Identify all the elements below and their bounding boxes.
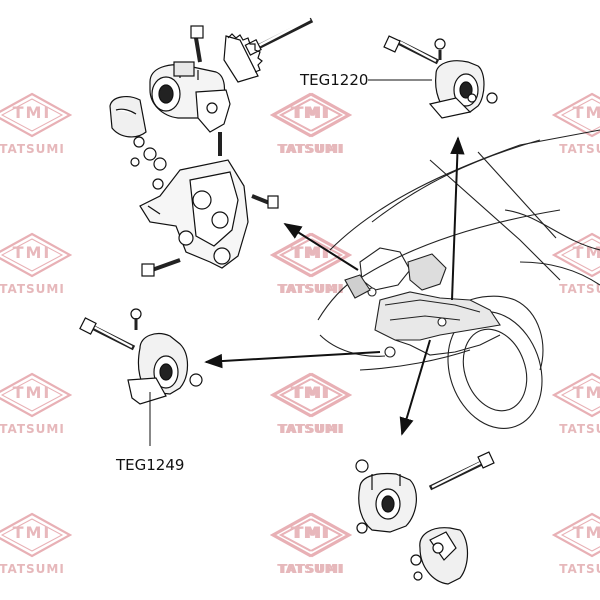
watermark-logo-text: TMI: [12, 243, 52, 262]
watermark-brand-text: TATSUMI: [279, 142, 345, 156]
watermark-tile: TMI TATSUMI: [0, 372, 92, 436]
watermark-tile: TMI TATSUMI: [532, 372, 600, 436]
tmi-logo-icon: [552, 512, 600, 558]
tmi-logo-icon: [270, 92, 350, 138]
vehicle-front-view: [317, 129, 600, 429]
watermark-brand-text: TATSUMI: [277, 422, 343, 436]
watermark-logo-text: TMI: [290, 383, 330, 402]
watermark-brand-text: TATSUMI: [277, 282, 343, 296]
watermark-brand-text: TATSUMI: [559, 422, 600, 436]
watermark-brand-text: TATSUMI: [559, 562, 600, 576]
watermark-logo-text: TMI: [12, 383, 52, 402]
watermark-tile: TMI TATSUMI: [0, 232, 92, 296]
watermark-brand-text: TATSUMI: [277, 142, 343, 156]
watermark-brand-text: TATSUMI: [0, 142, 65, 156]
arrow-to-teg1249: [204, 351, 381, 369]
watermark-tile: TMI TATSUMI: [0, 92, 92, 156]
watermark-logo-text: TMI: [292, 383, 332, 402]
watermark-logo-text: TMI: [572, 523, 600, 542]
watermark-logo-text: TMI: [290, 103, 330, 122]
part-number-label-teg1249: TEG1249: [116, 456, 185, 474]
watermark-brand-text: TATSUMI: [277, 562, 343, 576]
watermark-logo-text: TMI: [290, 243, 330, 262]
tmi-logo-icon: [0, 92, 72, 138]
watermark-tile: TMI TATSUMI: [250, 512, 370, 576]
watermark-tile: TMI TATSUMI: [250, 372, 370, 436]
watermark-logo-text: TMI: [292, 523, 332, 542]
watermark-logo-text: TMI: [290, 523, 330, 542]
watermark-logo-text: TMI: [292, 103, 332, 122]
tmi-logo-icon: [552, 232, 600, 278]
watermark-brand-text: TATSUMI: [279, 282, 345, 296]
arrow-to-teg1220: [450, 136, 465, 301]
lower-engine-mount-assembly: [355, 451, 495, 585]
part-number-label-teg1220: TEG1220: [300, 71, 369, 89]
tmi-logo-icon: [270, 372, 350, 418]
watermark-brand-text: TATSUMI: [0, 422, 65, 436]
watermark-brand-text: TATSUMI: [279, 422, 345, 436]
tmi-logo-icon: [552, 372, 600, 418]
watermark-tile: TMI TATSUMI: [0, 512, 92, 576]
watermark-brand-text: TATSUMI: [279, 562, 345, 576]
watermark-brand-text: TATSUMI: [0, 282, 65, 296]
watermark-logo-text: TMI: [572, 103, 600, 122]
watermark-tile: TMI TATSUMI: [250, 232, 370, 296]
watermark-brand-text: TATSUMI: [559, 282, 600, 296]
transmission-mount-teg1249: [79, 308, 203, 420]
upper-engine-mount-assembly: [109, 17, 314, 277]
watermark-logo-text: TMI: [12, 523, 52, 542]
tmi-logo-icon: [270, 512, 350, 558]
watermark-brand-text: TATSUMI: [0, 562, 65, 576]
arrow-to-lower-mount: [399, 339, 431, 436]
tmi-logo-icon: [0, 512, 72, 558]
watermark-logo-text: TMI: [572, 383, 600, 402]
engine-mount-teg1220: [383, 35, 498, 119]
tmi-logo-icon: [0, 372, 72, 418]
watermark-logo-text: TMI: [12, 103, 52, 122]
watermark-logo-text: TMI: [292, 243, 332, 262]
watermark-tile: TMI TATSUMI: [532, 92, 600, 156]
tmi-logo-icon: [0, 232, 72, 278]
watermark-tile: TMI TATSUMI: [250, 92, 370, 156]
watermark-tile: TMI TATSUMI: [532, 512, 600, 576]
watermark-brand-text: TATSUMI: [559, 142, 600, 156]
arrow-to-upper-mount: [283, 223, 359, 271]
